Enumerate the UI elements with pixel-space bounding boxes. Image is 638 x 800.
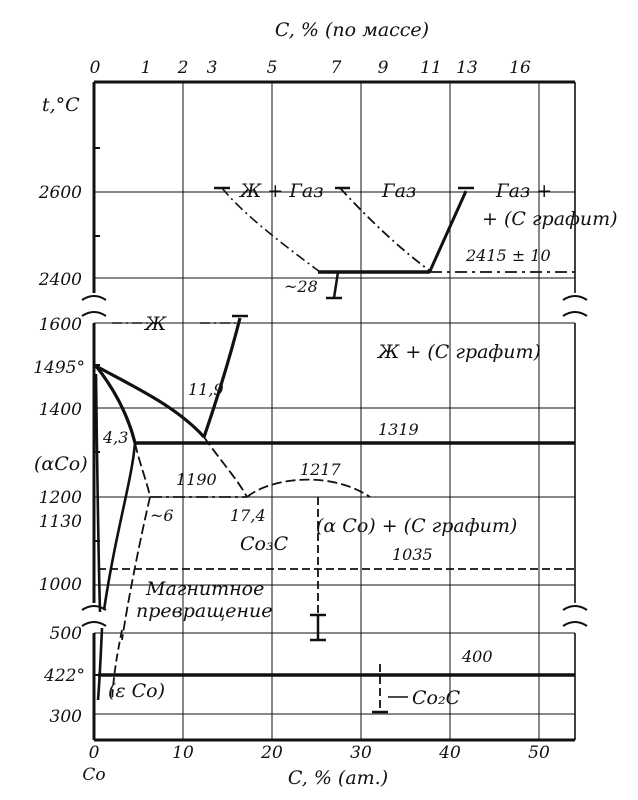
- label-alpha-co: (αCo): [34, 453, 88, 475]
- bottom-tick: 10: [172, 743, 194, 763]
- top-tick: 13: [456, 58, 478, 78]
- label-liquid: Ж: [143, 313, 167, 335]
- lower-boundaries: [96, 613, 575, 714]
- gas-boundaries: [214, 186, 575, 300]
- left-tick: 1495°: [33, 358, 85, 378]
- annotation-1217: 1217: [300, 460, 342, 479]
- left-tick: 1200: [39, 488, 82, 508]
- top-tick: 1: [141, 58, 152, 78]
- bottom-tick: 0: [89, 743, 100, 763]
- bottom-tick: 30: [350, 743, 372, 763]
- origin-label: Co: [82, 765, 105, 785]
- top-tick: 11: [420, 58, 442, 78]
- label-gas-graphite-2: + (С графит): [482, 208, 618, 230]
- label-l-gas: Ж + Газ: [238, 180, 324, 202]
- annotation-6: ~6: [150, 506, 174, 525]
- annotation-1319: 1319: [378, 420, 419, 439]
- annotation-2415: 2415 ± 10: [465, 246, 551, 265]
- label-co2c: Co₂C: [412, 687, 461, 709]
- top-tick: 7: [331, 58, 342, 78]
- left-tick: 500: [50, 624, 83, 644]
- top-tick: 9: [378, 58, 389, 78]
- top-tick: 0: [90, 58, 101, 78]
- top-axis-title: C, % (по массе): [275, 19, 429, 41]
- annotation-28: ~28: [284, 277, 318, 296]
- annotation-17-4: 17,4: [230, 506, 266, 525]
- left-tick: 1000: [39, 575, 82, 595]
- left-tick: 300: [50, 707, 83, 727]
- annotation-4-3: 4,3: [102, 428, 128, 447]
- left-tick: 2600: [38, 183, 82, 203]
- label-magnetic-1: Магнитное: [145, 578, 264, 600]
- liquid-boundaries: [94, 314, 575, 641]
- label-l-graphite: Ж + (С графит): [376, 341, 541, 363]
- left-tick: 1400: [39, 400, 82, 420]
- annotation-1190: 1190: [176, 470, 217, 489]
- left-tick: 422°: [43, 666, 85, 686]
- left-axis-ticks: 2600 2400 1600 1495° 1400 1200 1130 1000…: [33, 183, 85, 727]
- bottom-axis-title: C, % (ат.): [288, 767, 388, 789]
- bottom-tick: 20: [260, 743, 283, 763]
- vertical-grid: [182, 82, 540, 740]
- left-tick: 1600: [39, 315, 82, 335]
- plot-frame: [92, 80, 576, 742]
- left-axis-title: t,°C: [42, 94, 80, 116]
- bottom-tick: 40: [438, 743, 461, 763]
- label-magnetic-2: превращение: [136, 600, 272, 622]
- left-tick: 2400: [38, 270, 82, 290]
- annotation-400: 400: [461, 647, 493, 666]
- label-epsilon-co: (ε Co): [108, 680, 165, 702]
- annotation-1035: 1035: [392, 545, 433, 564]
- axis-break-marks: [81, 295, 588, 627]
- annotation-11-9: 11,9: [188, 380, 224, 399]
- bottom-axis-ticks: 0 10 20 30 40 50: [89, 743, 550, 763]
- top-tick: 2: [177, 58, 189, 78]
- top-tick: 5: [267, 58, 278, 78]
- label-co3c: Co₃C: [240, 533, 289, 555]
- label-alpha-graphite: (α Co) + (С графит): [316, 515, 517, 537]
- horizontal-grid: [94, 191, 575, 715]
- left-tick: 1130: [39, 512, 82, 532]
- label-gas: Газ: [381, 180, 416, 202]
- top-tick: 16: [509, 58, 531, 78]
- bottom-tick: 50: [528, 743, 550, 763]
- top-axis-ticks: 0 1 2 3 5 7 9 11 13 16: [90, 58, 531, 78]
- label-gas-graphite-1: Газ +: [495, 180, 552, 202]
- top-tick: 3: [207, 58, 218, 78]
